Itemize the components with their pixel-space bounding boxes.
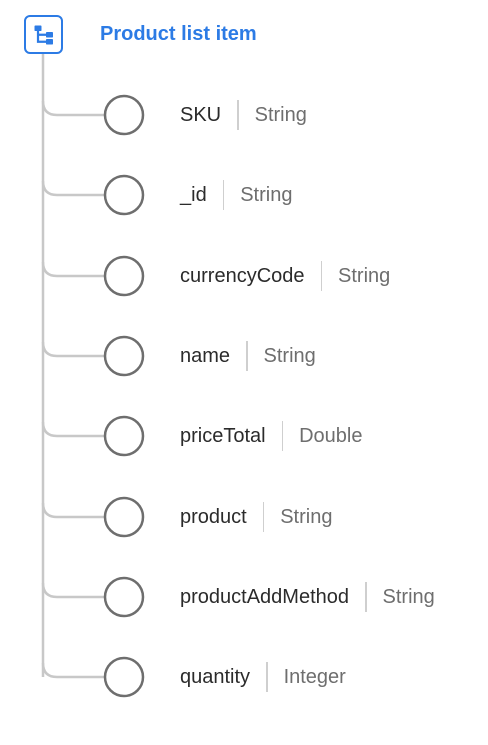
field-separator <box>320 261 323 291</box>
field-type: String <box>254 104 307 126</box>
field-row[interactable]: priceTotal Double <box>180 421 363 451</box>
schema-tree-icon <box>24 15 63 54</box>
field-separator <box>222 180 225 210</box>
field-row[interactable]: SKU String <box>180 100 307 130</box>
branch-connector <box>41 261 105 278</box>
branch-connector <box>41 502 105 519</box>
field-separator <box>237 100 239 130</box>
field-row[interactable]: quantity Integer <box>180 662 346 692</box>
field-node-icon <box>103 415 145 457</box>
field-node-icon <box>103 335 145 377</box>
root-title: Product list item <box>100 23 257 45</box>
branch-connector <box>41 662 105 679</box>
branch-connector <box>41 421 105 438</box>
field-separator <box>266 662 268 692</box>
hierarchy-icon <box>34 25 53 44</box>
field-name: product <box>180 506 247 528</box>
field-node-icon <box>103 94 145 136</box>
field-name: name <box>180 345 231 367</box>
field-node-icon <box>103 255 145 297</box>
branch-connector <box>41 100 105 117</box>
field-name: SKU <box>180 104 222 126</box>
branch-connector <box>41 180 105 197</box>
field-type: String <box>263 345 316 367</box>
field-row[interactable]: productAddMethod String <box>180 582 435 612</box>
field-row[interactable]: product String <box>180 502 332 532</box>
field-separator <box>281 421 284 451</box>
field-type: String <box>280 506 333 528</box>
field-separator <box>365 582 367 612</box>
field-type: String <box>382 586 435 608</box>
field-separator <box>246 341 248 371</box>
field-row[interactable]: currencyCode String <box>180 261 390 291</box>
branch-connector <box>41 341 105 358</box>
field-name: _id <box>180 184 207 206</box>
field-node-icon <box>103 496 145 538</box>
field-type: String <box>240 184 293 206</box>
field-type: Double <box>299 425 363 447</box>
field-row[interactable]: name String <box>180 341 316 371</box>
field-node-icon <box>103 656 145 698</box>
field-name: quantity <box>180 666 251 688</box>
branch-connector <box>41 582 105 599</box>
field-name: priceTotal <box>180 425 266 447</box>
field-node-icon <box>103 576 145 618</box>
field-name: productAddMethod <box>180 586 350 608</box>
field-row[interactable]: _id String <box>180 180 292 210</box>
field-name: currencyCode <box>180 265 305 287</box>
field-type: String <box>338 265 391 287</box>
field-separator <box>262 502 265 532</box>
field-type: Integer <box>283 666 346 688</box>
field-node-icon <box>103 174 145 216</box>
